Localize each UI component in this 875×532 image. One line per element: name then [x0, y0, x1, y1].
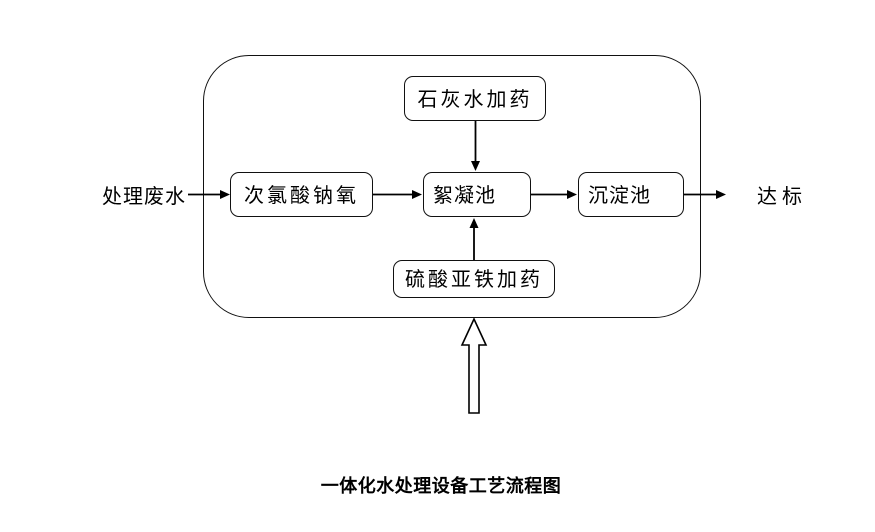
input-label: 处理废水 [102, 184, 186, 208]
equipment-boundary-container [203, 55, 701, 318]
output-label: 达标 [757, 184, 807, 208]
inflow-hollow-arrow [460, 317, 488, 414]
process-box-sedimentation-tank: 沉淀池 [578, 172, 684, 217]
diagram-title: 一体化水处理设备工艺流程图 [320, 476, 562, 497]
process-box-lime-dosing: 石灰水加药 [404, 76, 546, 121]
process-box-ferrous-sulfate-dosing: 硫酸亚铁加药 [393, 260, 555, 298]
process-box-sodium-hypochlorite: 次氯酸钠氧 [230, 172, 373, 217]
process-box-flocculation-tank: 絮凝池 [423, 172, 531, 217]
